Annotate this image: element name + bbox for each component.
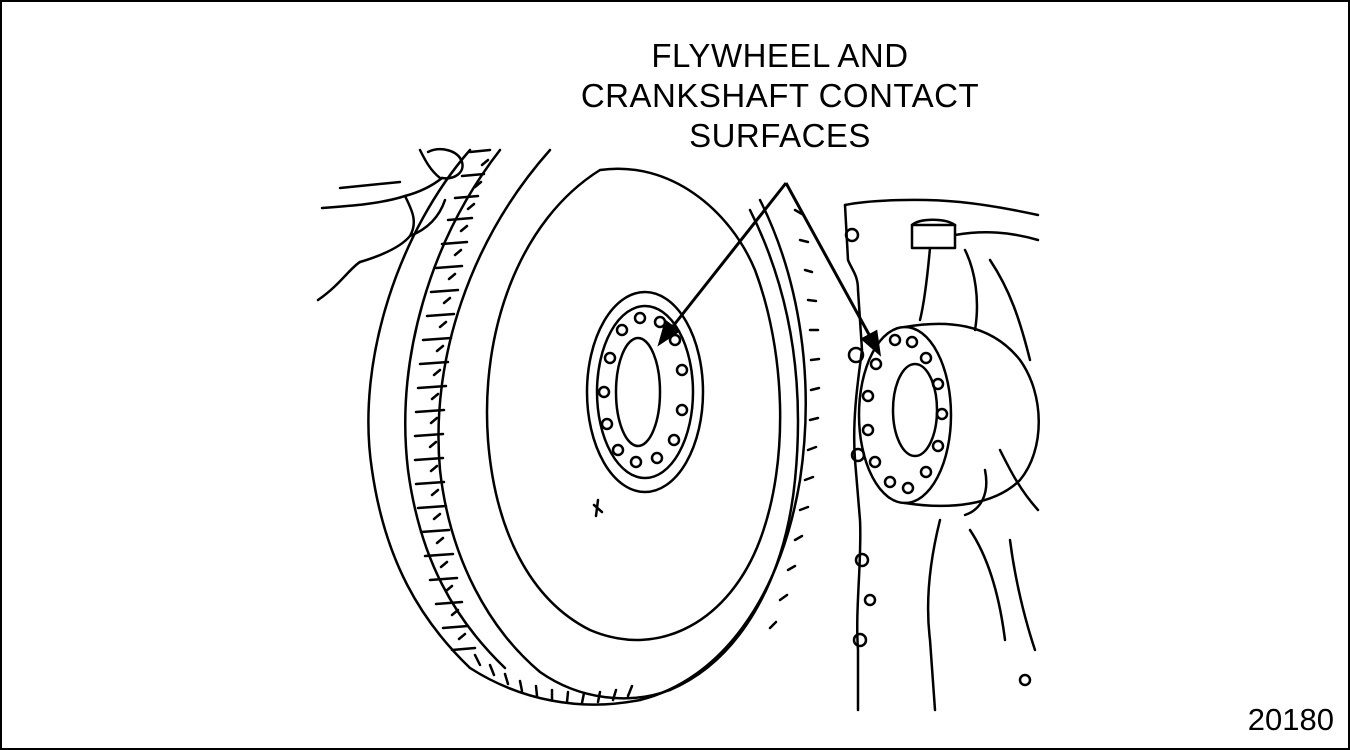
callout-line-2: CRANKSHAFT CONTACT [580,77,980,114]
engine-block [843,198,1040,712]
callout-line-1: FLYWHEEL AND [651,37,909,74]
hand-drawing [316,148,464,302]
flywheel [367,148,821,706]
callout-label: FLYWHEEL AND CRANKSHAFT CONTACT SURFACES [480,36,1080,156]
callout-line-3: SURFACES [689,117,871,154]
figure-number: 20180 [1247,702,1334,737]
leader-lines [657,182,882,357]
